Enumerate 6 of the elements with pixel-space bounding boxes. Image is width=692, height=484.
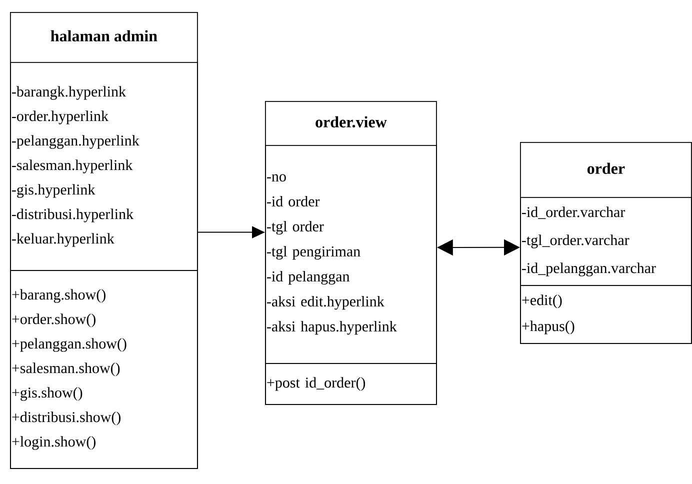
method-list: +post id_order() [265, 363, 437, 405]
method-list: +barang.show() +order.show() +pelanggan.show() +salesman.show() +gis.show() +distribusi.show() +login.show() [10, 270, 198, 469]
attribute-list: -barangk.hyperlink -order.hyperlink -pelanggan.hyperlink -salesman.hyperlink -gis.hyperlink -distribusi.hyperlink -keluar.hyperlink [10, 62, 198, 271]
method-list: +edit() +hapus() [520, 285, 692, 344]
attribute-list: -no -id order -tgl order -tgl pengiriman -id pelanggan -aksi edit.hyperlink -aksi hapus.hyperlink [265, 145, 437, 364]
attribute-list: -id_order.varchar -tgl_order.varchar -id_pelanggan.varchar [520, 197, 692, 286]
